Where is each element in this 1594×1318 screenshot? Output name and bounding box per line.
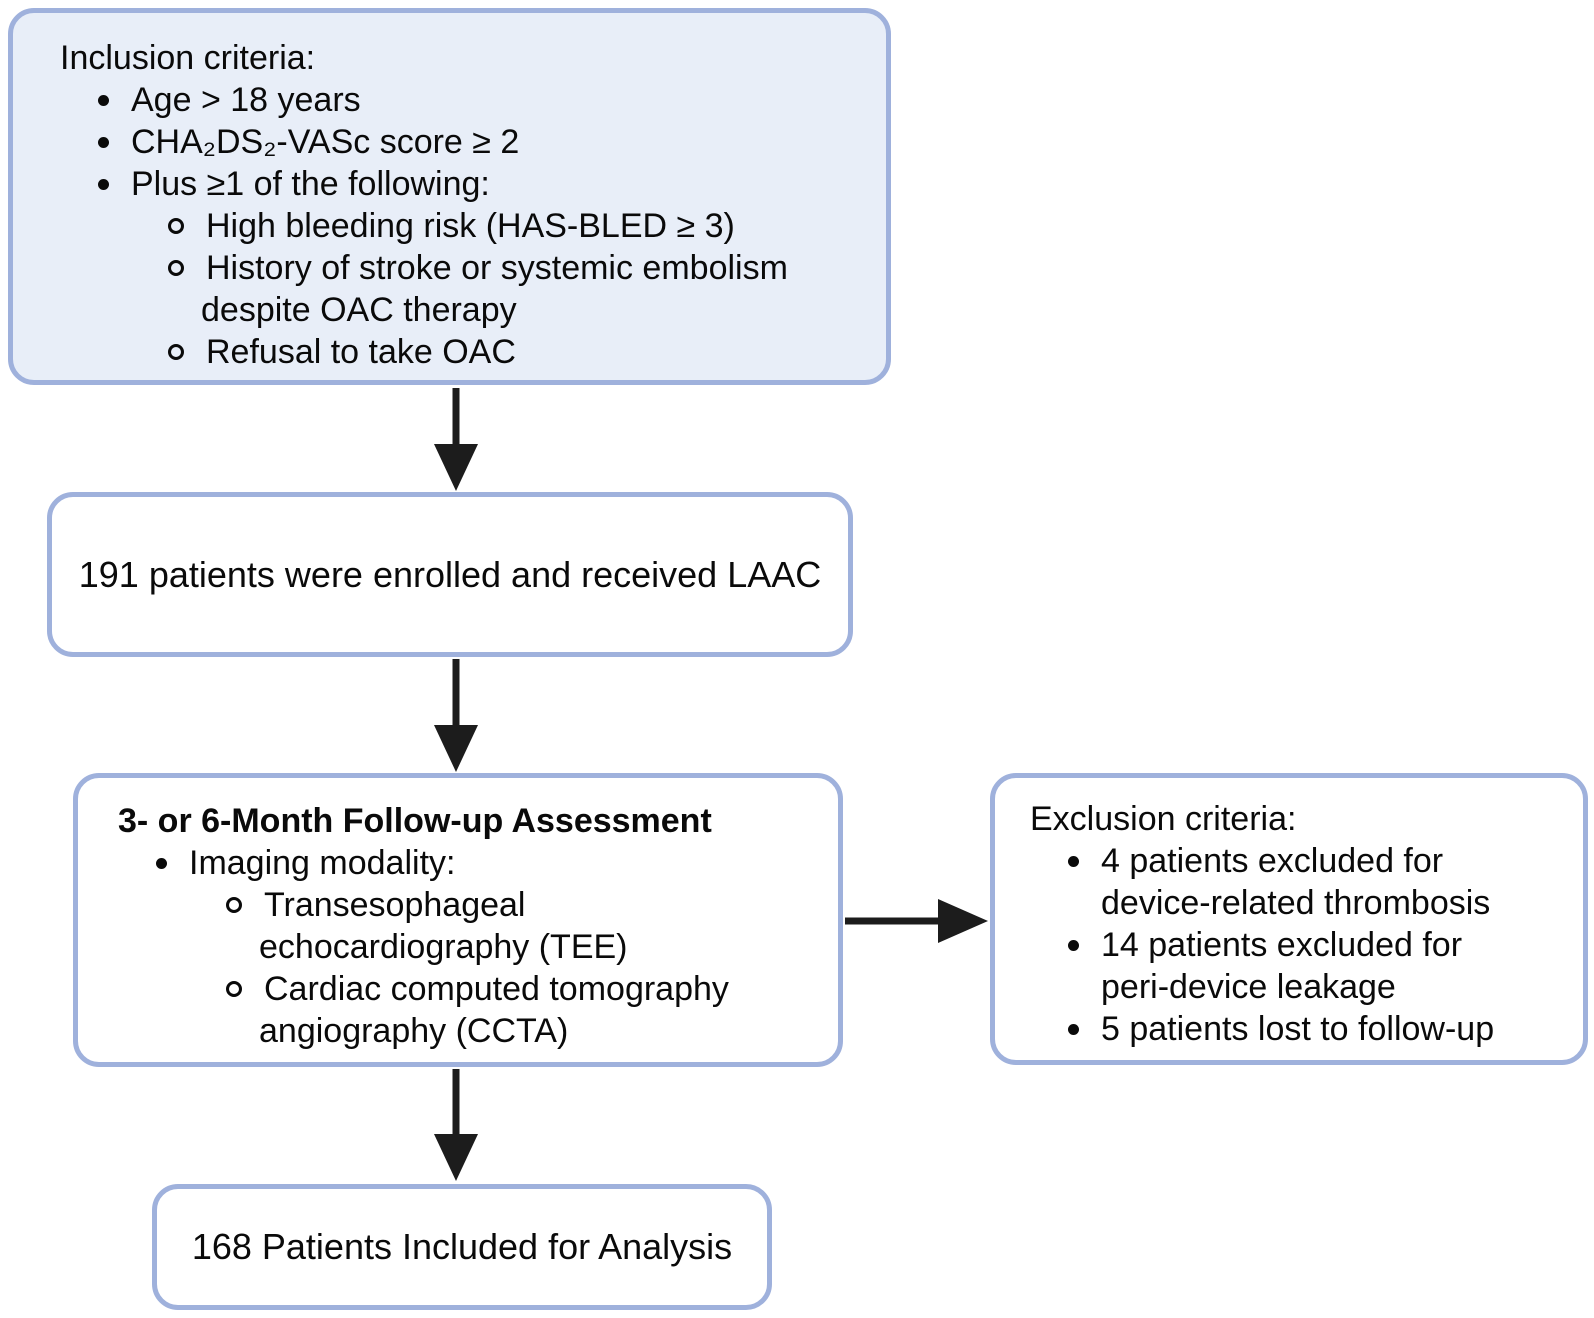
analysis-box: 168 Patients Included for Analysis xyxy=(152,1184,772,1310)
inclusion-subitem-bleeding-risk: High bleeding risk (HAS-BLED ≥ 3) xyxy=(206,207,735,245)
bullet-icon xyxy=(98,136,109,148)
enrollment-box: 191 patients were enrolled and received … xyxy=(47,492,853,657)
followup-subitem-tee: Transesophageal xyxy=(264,886,526,924)
exclusion-item-leakage-cont: peri-device leakage xyxy=(1101,968,1396,1006)
bullet-icon xyxy=(98,94,109,106)
analysis-text: 168 Patients Included for Analysis xyxy=(191,1226,733,1267)
inclusion-item-chads-score: CHA₂DS₂-VASc score ≥ 2 xyxy=(131,123,520,161)
sub-bullet-icon xyxy=(168,218,184,234)
exclusion-criteria-box: Exclusion criteria: 4 patients excluded … xyxy=(990,773,1588,1065)
bullet-icon xyxy=(1068,939,1079,951)
exclusion-item-lost-followup: 5 patients lost to follow-up xyxy=(1101,1010,1495,1048)
sub-bullet-icon xyxy=(168,260,184,276)
inclusion-title: Inclusion criteria: xyxy=(60,39,316,77)
followup-subitem-ccta-cont: angiography (CCTA) xyxy=(259,1012,569,1050)
arrow-down-followup-to-analysis xyxy=(434,1069,478,1181)
exclusion-item-thrombosis-cont: device-related thrombosis xyxy=(1101,884,1491,922)
exclusion-title: Exclusion criteria: xyxy=(1030,800,1297,838)
followup-item-imaging-modality: Imaging modality: xyxy=(189,844,456,882)
bullet-icon xyxy=(156,857,167,869)
sub-bullet-icon xyxy=(168,344,184,360)
exclusion-item-thrombosis: 4 patients excluded for xyxy=(1101,842,1444,880)
exclusion-item-leakage: 14 patients excluded for xyxy=(1101,926,1463,964)
enrollment-text: 191 patients were enrolled and received … xyxy=(78,553,822,595)
bullet-icon xyxy=(1068,1023,1079,1035)
arrow-down-inclusion-to-enrollment xyxy=(434,388,478,491)
followup-assessment-box: 3- or 6-Month Follow-up Assessment Imagi… xyxy=(73,773,843,1067)
inclusion-item-age: Age > 18 years xyxy=(131,81,361,119)
inclusion-item-plus-one: Plus ≥1 of the following: xyxy=(131,165,490,203)
followup-title: 3- or 6-Month Follow-up Assessment xyxy=(118,802,712,840)
bullet-icon xyxy=(1068,855,1079,867)
inclusion-criteria-box: Inclusion criteria: Age > 18 years CHA₂D… xyxy=(8,8,891,385)
inclusion-subitem-stroke-history-cont: despite OAC therapy xyxy=(201,291,517,329)
inclusion-subitem-oac-refusal: Refusal to take OAC xyxy=(206,333,516,371)
followup-subitem-ccta: Cardiac computed tomography xyxy=(264,970,729,1008)
followup-subitem-tee-cont: echocardiography (TEE) xyxy=(259,928,628,966)
arrow-right-followup-to-exclusion xyxy=(845,899,988,943)
bullet-icon xyxy=(98,178,109,190)
arrow-down-enrollment-to-followup xyxy=(434,659,478,772)
inclusion-subitem-stroke-history: History of stroke or systemic embolism xyxy=(206,249,788,287)
sub-bullet-icon xyxy=(226,897,242,913)
sub-bullet-icon xyxy=(226,981,242,997)
